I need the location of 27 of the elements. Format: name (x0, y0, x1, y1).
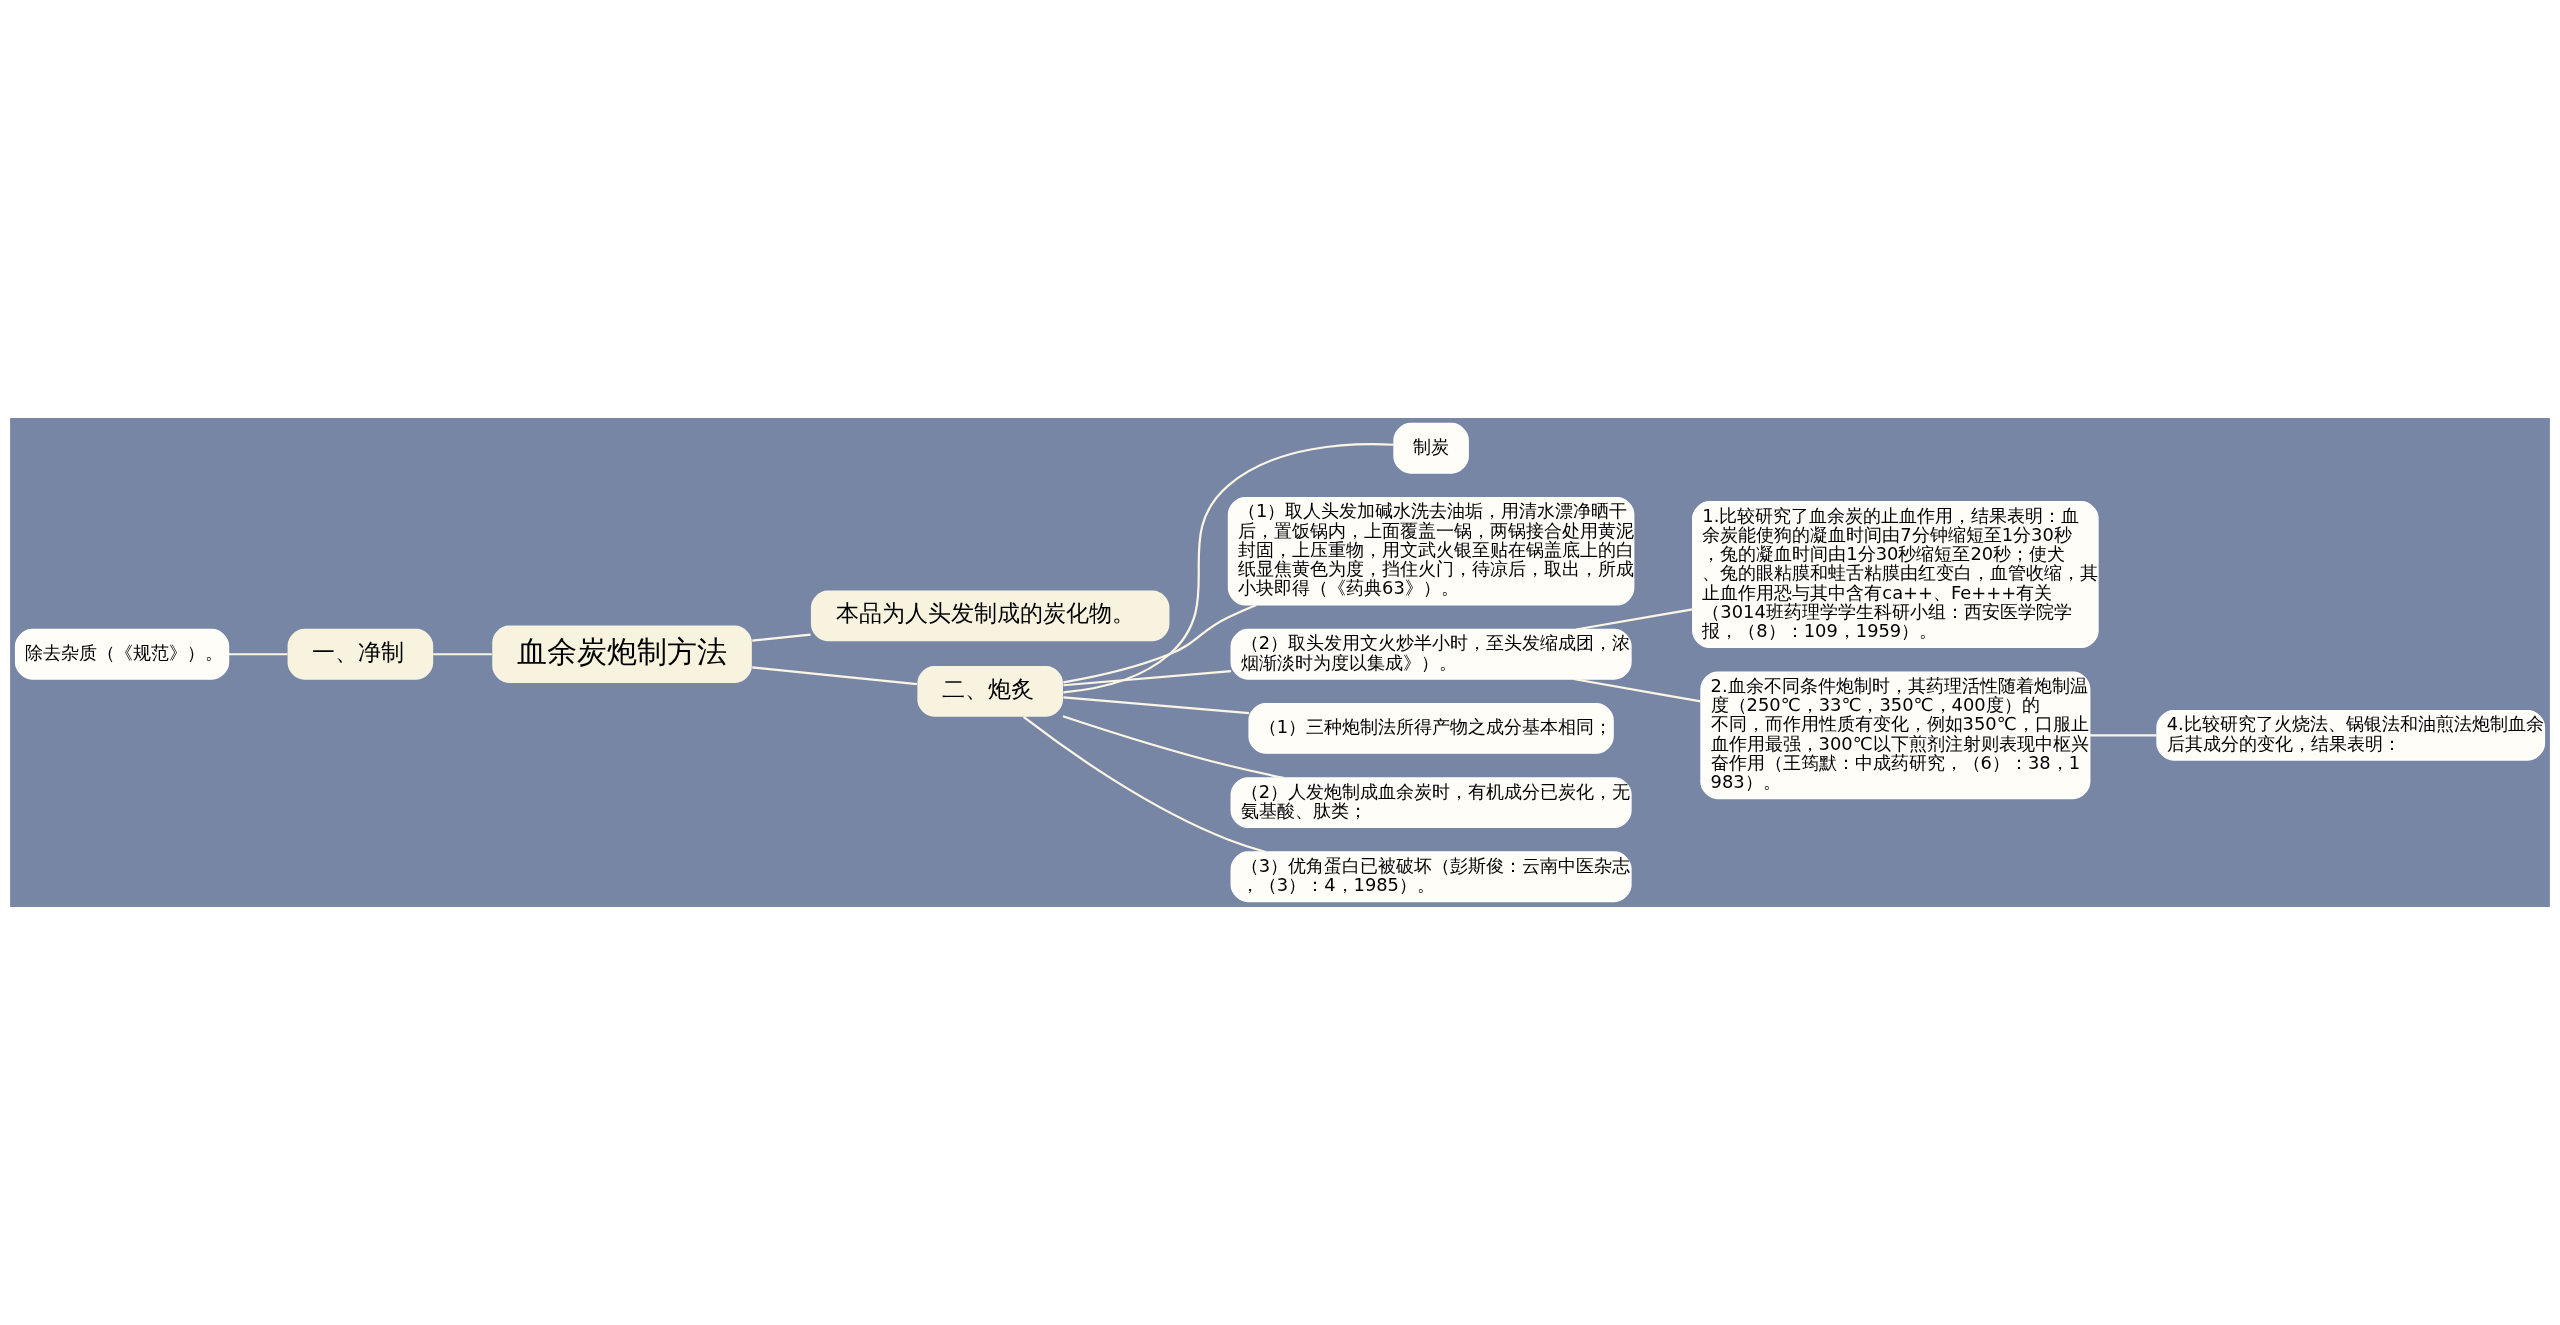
node-box: （2）取头发用文火炒半小时，至头发缩成团，浓烟渐淡时为度以集成》）。 (1230, 628, 1632, 680)
node-box: 1.比较研究了血余炭的止血作用，结果表明：血余炭能使狗的凝血时间由7分钟缩短至1分30秒，兔的凝血时间由1分30秒缩短至20秒；使犬、兔的眼粘膜和蛙舌粘膜由红变白，血管收缩，其止血作用恐与其中含有ca++、Fe+++有关（3014班药理学学生科研小组：西安医学院学报，（8）：109，1959）。 (1692, 501, 2099, 649)
connector (433, 653, 492, 656)
connector (2090, 734, 2157, 737)
connector (228, 653, 288, 656)
node-box: 一、净制 (287, 628, 434, 680)
node-box: （2）人发炮制成血余炭时，有机成分已炭化，无氨基酸、肽类； (1230, 777, 1632, 828)
connector (1063, 669, 1232, 687)
connector (1575, 608, 1693, 631)
node-box: 2.血余不同条件炮制时，其药理活性随着炮制温度（250℃，33℃，350℃，400度）的不同，而作用性质有变化，例如350℃，口服止血作用最强，300℃以下煎剂注射则表现中枢兴奋作用（王筠默：中成药研究，（6）：38，1983）。 (1700, 671, 2091, 800)
node-box: 血余炭炮制方法 (492, 625, 752, 684)
connector (1063, 443, 1394, 694)
node-box: （1）三种炮制法所得产物之成分基本相同； (1248, 703, 1614, 754)
node-box: 4.比较研究了火烧法、锅银法和油煎法炮制血余后其成分的变化，结果表明： (2156, 709, 2546, 761)
connector (1573, 677, 1701, 703)
connector (1063, 696, 1250, 715)
connector (1063, 604, 1257, 684)
node-box: 制炭 (1393, 422, 1469, 474)
connector (1022, 716, 1266, 853)
node-box: 二、炮炙 (917, 665, 1063, 717)
connector (752, 666, 917, 686)
connector (1062, 715, 1284, 779)
node-box: 除去杂质（《规范》）。 (14, 628, 230, 680)
node-box: （3）优角蛋白已被破坏（彭斯俊：云南中医杂志，（3）：4，1985）。 (1230, 851, 1632, 903)
node-box: 本品为人头发制成的炭化物。 (810, 590, 1170, 642)
node-box: （1）取人头发加碱水洗去油垢，用清水漂净晒干后，置饭锅内，上面覆盖一锅，两锅接合处用黄泥封固，上压重物，用文武火银至贴在锅盖底上的白纸显焦黄色为度，挡住火门，待凉后，取出，所成小块即得（《药典63》）。 (1227, 497, 1635, 606)
connector (752, 633, 811, 642)
